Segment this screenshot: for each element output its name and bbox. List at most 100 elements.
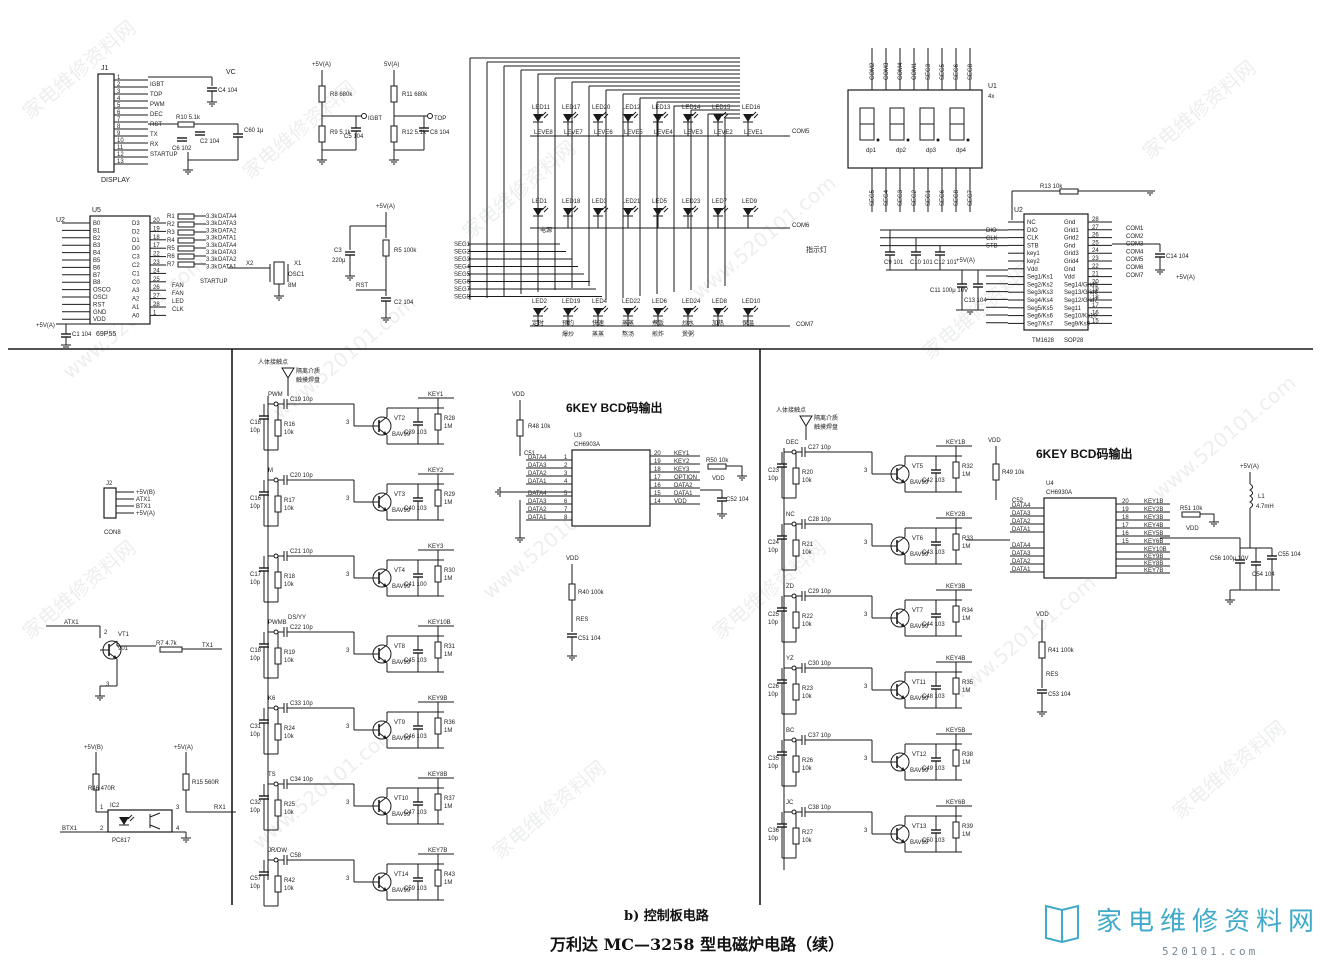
bcd-right-vdd3: VDD [1036, 612, 1049, 618]
mcu-resistor-value: 3.3k [206, 214, 218, 220]
touch-resistor-value: 10k [284, 810, 295, 816]
mcu-fan1: FAN [172, 283, 184, 289]
bcd-left-key: KEY3 [674, 467, 690, 473]
digit-display [847, 89, 983, 169]
led-seg-label: SEG2 [454, 250, 471, 256]
bcd-right-key-side: KEY9B [1144, 554, 1163, 560]
led-driver-chip [1023, 213, 1089, 331]
mcu-resistor [177, 261, 195, 268]
com6-label: COM6 [792, 223, 810, 229]
touch-input-cap: C26 [768, 684, 780, 690]
touch-key-label: KEY4B [946, 656, 965, 662]
bcd-right-vdd2: VDD [1186, 526, 1199, 532]
bcd-left-c51: C51 [524, 451, 536, 457]
digit-bottom-pin: SEG5 [870, 189, 876, 206]
tx-transistor-group: ATX1 VT1 901 R7 4.7k TX1 3 2 [46, 620, 222, 701]
driver-cap: C10 101 [910, 260, 933, 266]
digit-top-pin: COM4 [898, 62, 904, 80]
bcd-right-l1: L1 [1258, 494, 1265, 500]
bcd-left-pin-number: 1 [564, 455, 568, 461]
driver-power-2: +5V(A) [956, 258, 975, 264]
mcu-left-pin: B8 [93, 280, 101, 286]
driver-right-pin: Seg11 [1064, 306, 1082, 312]
touch-input-cap-value: 10p [250, 656, 261, 662]
bcd-right-heading: 6KEY BCD码输出 [1036, 446, 1132, 461]
driver-left-pin: STB [1027, 243, 1039, 249]
touch-resistor-ref: R24 [284, 726, 296, 732]
cap-c8: C8 104 [430, 130, 450, 136]
tx-res: R7 4.7k [156, 641, 178, 647]
touch-resistor-value: 10k [802, 550, 813, 556]
connector-pin-number: 2 [117, 82, 121, 88]
touch-transistor-part: BAV99 [910, 840, 929, 846]
bcd-right-vdd: VDD [988, 438, 1001, 444]
mcu-right-pin: D3 [132, 221, 140, 227]
touch-transistor-ref: VT13 [912, 824, 927, 830]
mcu-right-pin: C3 [132, 255, 140, 261]
cap-c2: C2 104 [200, 139, 220, 145]
bcd-left-pin-number: 16 [654, 483, 661, 489]
driver-right-pin: Seg14/Grid5 [1064, 282, 1098, 288]
connector-pin-label: RX [150, 142, 158, 148]
digit-dp-label: dp4 [956, 148, 967, 154]
touch-input-cap: C32 [250, 800, 262, 806]
bcd-right-key: KEY3B [1144, 515, 1163, 521]
bcd-right-pin-number: 18 [1122, 515, 1129, 521]
mcu-data-line: DATA3 [218, 221, 237, 227]
con8-pin-label: +5V(A) [136, 511, 155, 517]
touch-resistor-value: 10k [802, 622, 813, 628]
opto-rx: RX1 [214, 805, 226, 811]
bcd-left-pin-number: 8 [564, 515, 568, 521]
touch-coupling-cap: C58 [290, 853, 302, 859]
cap-c5: C5 104 [344, 134, 364, 140]
touch-pad-left [281, 367, 295, 379]
osc-label: OSC1 [288, 272, 305, 278]
digit-top-pin: SEG3 [926, 63, 932, 80]
mcu-resistor-ref: R1 [167, 214, 175, 220]
touch-transistor-ref: VT14 [394, 872, 409, 878]
res-r5: R5 100k [394, 248, 417, 254]
driver-right-pin-number: 21 [1092, 272, 1099, 278]
digit-bottom-pin: SEG7 [968, 189, 974, 206]
led-function-label-2: 煎炸 [652, 330, 664, 338]
driver-left-pin: Seg4/Ks4 [1027, 298, 1054, 304]
bcd-left-pin-number: 5 [564, 491, 568, 497]
touch-key-label: KEY6B [946, 800, 965, 806]
touch-net-label: DEC [786, 440, 799, 446]
mcu-left-pin: RST [93, 302, 105, 308]
touch-coupling-cap: C30 10p [808, 661, 831, 667]
driver-left-pin: Seg1/Ks1 [1027, 275, 1054, 281]
cap-c2b: C2 104 [394, 300, 414, 306]
touch-resistor-ref: R18 [284, 574, 296, 580]
touch-transistor-pin: 3 [864, 612, 868, 618]
logo-url: 520101.com [1162, 945, 1258, 958]
touch-filter-cap: C46 103 [404, 734, 427, 740]
mcu-chip [89, 215, 151, 325]
touch-transistor-part: BAV99 [392, 736, 411, 742]
mcu-left-pin: GND [93, 310, 107, 316]
touch-transistor-pin: 3 [346, 800, 350, 806]
led-seg-label: SEG3 [454, 257, 471, 263]
touch-key-label: KEY3 [428, 544, 444, 550]
bcd-right-supply: +5V(A) [1240, 464, 1259, 470]
driver-com-label: COM2 [1126, 234, 1144, 240]
touch-resistor-value: 10k [802, 694, 813, 700]
touch-input-cap-value: 10p [250, 884, 261, 890]
mcu-resistor-value: 3.3k [206, 250, 218, 256]
bcd-right-c55: C55 104 [1278, 552, 1301, 558]
driver-right-pin-number: 22 [1092, 264, 1099, 270]
led-ref: LED6 [652, 299, 668, 305]
touch-resistor-ref: R21 [802, 542, 814, 548]
touch-coupling-cap: C33 10p [290, 701, 313, 707]
led-line-label: LEVE7 [564, 130, 583, 136]
touch-resistor-ref: R26 [802, 758, 814, 764]
touch-net-label: JC [786, 800, 794, 806]
driver-right-pin: Vdd [1064, 275, 1075, 281]
led-ref: LED3 [592, 199, 608, 205]
mcu-left-pin: B4 [93, 251, 101, 257]
bcd-left-data: DATA4 [528, 455, 547, 461]
supply-5va: +5V(A) [312, 62, 331, 68]
driver-cap-c14: C14 104 [1166, 254, 1189, 260]
bcd-right-data-2: DATA2 [1012, 559, 1031, 565]
